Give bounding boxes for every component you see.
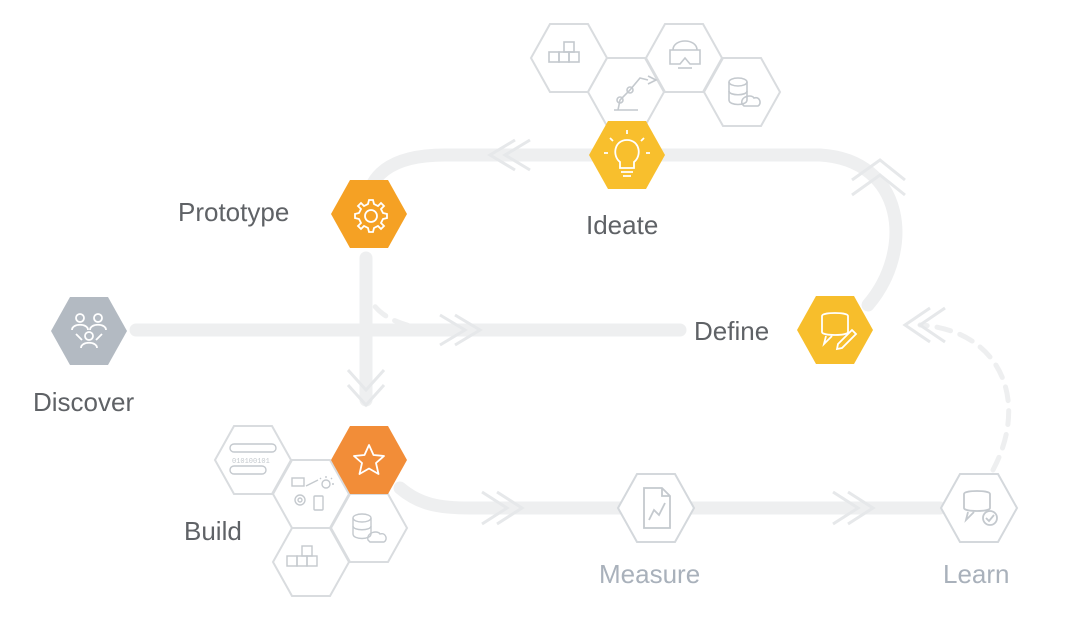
speech-bubble-check-icon xyxy=(963,490,998,526)
database-cloud-icon xyxy=(352,513,387,543)
stage-build[interactable] xyxy=(331,426,407,494)
measure-hex xyxy=(616,473,696,543)
hex-outline xyxy=(271,527,351,597)
dashed-paths xyxy=(363,282,1012,473)
chevron-arrow xyxy=(851,158,906,197)
chevron-arrow xyxy=(487,138,531,172)
speech-bubble-pencil-icon xyxy=(821,312,858,351)
document-chart-icon xyxy=(643,487,671,529)
define-hex xyxy=(797,296,873,364)
stage-ideate[interactable] xyxy=(589,121,665,189)
people-network-icon xyxy=(71,313,107,349)
chevron-arrows xyxy=(346,138,946,526)
database-cloud-icon xyxy=(728,77,761,107)
stage-prototype[interactable] xyxy=(331,180,407,248)
hex-outline xyxy=(702,57,782,127)
discover-label: Discover xyxy=(33,387,135,417)
gear-icon xyxy=(354,199,388,233)
path-loop-top xyxy=(361,148,903,312)
stage-learn[interactable] xyxy=(939,473,1019,543)
stage-discover[interactable] xyxy=(51,297,127,365)
learn-hex xyxy=(939,473,1019,543)
build-label: Build xyxy=(184,516,242,546)
stage-define[interactable] xyxy=(797,296,873,364)
cubes-icon xyxy=(286,545,318,567)
ideate-cluster-glyphs xyxy=(548,40,761,111)
measure-label: Measure xyxy=(599,559,701,589)
chevron-arrow xyxy=(832,490,876,526)
chevron-arrow xyxy=(346,368,386,408)
iot-devices-icon xyxy=(291,476,334,511)
define-label: Define xyxy=(694,316,770,346)
svg-text:010100101: 010100101 xyxy=(232,458,270,466)
discover-hex xyxy=(51,297,127,365)
ideate-icon-cluster xyxy=(529,23,782,127)
build-cluster-glyphs: 010100101 xyxy=(229,443,387,567)
dashed-prototype-loop xyxy=(363,282,473,335)
star-icon xyxy=(353,444,385,475)
build-hex xyxy=(331,426,407,494)
chevron-arrow xyxy=(902,306,946,344)
path-build-learn xyxy=(393,481,947,515)
dashed-learn-define xyxy=(917,322,1012,473)
learn-label: Learn xyxy=(943,559,1010,589)
prototype-label: Prototype xyxy=(178,197,290,227)
prototype-hex xyxy=(331,180,407,248)
ideate-hex xyxy=(589,121,665,189)
lightbulb-icon xyxy=(604,130,650,177)
robot-arm-icon xyxy=(614,75,658,111)
binary-code-icon: 010100101 xyxy=(229,443,277,475)
chevron-arrow xyxy=(439,313,483,347)
ideate-label: Ideate xyxy=(586,210,659,240)
vr-headset-icon xyxy=(669,40,701,69)
chevron-arrow xyxy=(481,490,525,526)
stage-measure[interactable] xyxy=(616,473,696,543)
flow-paths xyxy=(129,148,947,515)
cubes-icon xyxy=(548,41,580,63)
